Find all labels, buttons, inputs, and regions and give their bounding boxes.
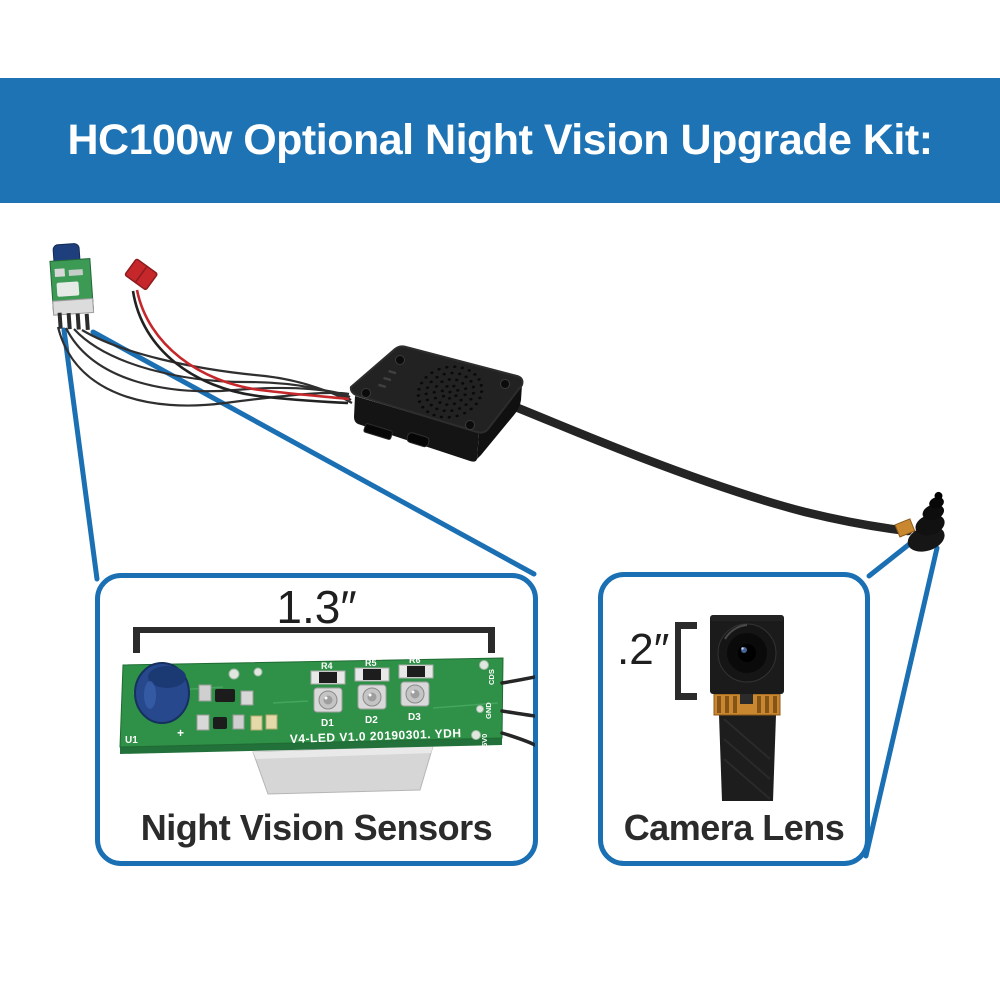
sensor-board-photo	[49, 243, 95, 330]
small-components	[196, 684, 278, 731]
page-title: HC100w Optional Night Vision Upgrade Kit…	[67, 116, 933, 164]
sensor-measurement-bracket	[133, 627, 495, 653]
label-5v0: 5V0	[480, 734, 489, 747]
label-plus: +	[177, 726, 184, 740]
capacitor-u1	[134, 662, 190, 724]
flex-ribbon	[719, 715, 776, 801]
label-u1: U1	[125, 735, 138, 746]
leader-line-sensor-left	[61, 327, 100, 582]
power-connector	[124, 258, 350, 405]
leader-line-sensor-right	[90, 329, 537, 577]
resistors	[310, 664, 434, 685]
speaker-grille	[416, 365, 484, 419]
night-vision-label: Night Vision Sensors	[140, 807, 493, 848]
night-vision-pcb-image: U1 + R4 R5	[119, 655, 535, 795]
camera-flex-cable	[513, 403, 913, 536]
night-vision-callout: 1.3″ U1 +	[95, 573, 538, 866]
camera-lens-image	[710, 615, 784, 801]
title-banner: HC100w Optional Night Vision Upgrade Kit…	[0, 78, 1000, 203]
lens-module	[710, 615, 784, 694]
label-cds: CDS	[487, 669, 496, 685]
label-r5: R5	[365, 658, 377, 668]
sensor-wires	[56, 326, 353, 407]
label-d3: D3	[408, 712, 421, 723]
camera-lens-callout: .2″	[598, 572, 870, 866]
sensor-measurement: 1.3″	[276, 581, 357, 633]
lens-measurement-bracket	[675, 622, 697, 700]
leader-line-lens-bottom	[863, 545, 940, 859]
board-silkscreen-text: V4-LED V1.0 20190301. YDH	[290, 726, 462, 746]
camera-lens-photo	[894, 491, 945, 552]
callout-leader-lines	[61, 327, 940, 859]
label-d1: D1	[321, 718, 334, 729]
label-r6: R6	[409, 655, 421, 665]
gold-flex-band	[713, 693, 781, 716]
dvr-module-photo	[349, 345, 524, 462]
leader-line-lens-top	[866, 539, 915, 579]
label-d2: D2	[365, 715, 378, 726]
label-r4: R4	[321, 661, 333, 671]
indicator-marks	[378, 370, 397, 388]
mounting-holes	[228, 660, 489, 740]
sd-card-slot	[363, 423, 393, 440]
camera-lens-label: Camera Lens	[623, 807, 845, 848]
ir-leds	[313, 681, 430, 713]
lens-measurement: .2″	[617, 625, 670, 674]
pcb-exit-wires	[500, 675, 535, 747]
usb-port	[406, 432, 430, 448]
screw-holes	[361, 355, 510, 430]
label-gnd: GND	[484, 702, 493, 719]
